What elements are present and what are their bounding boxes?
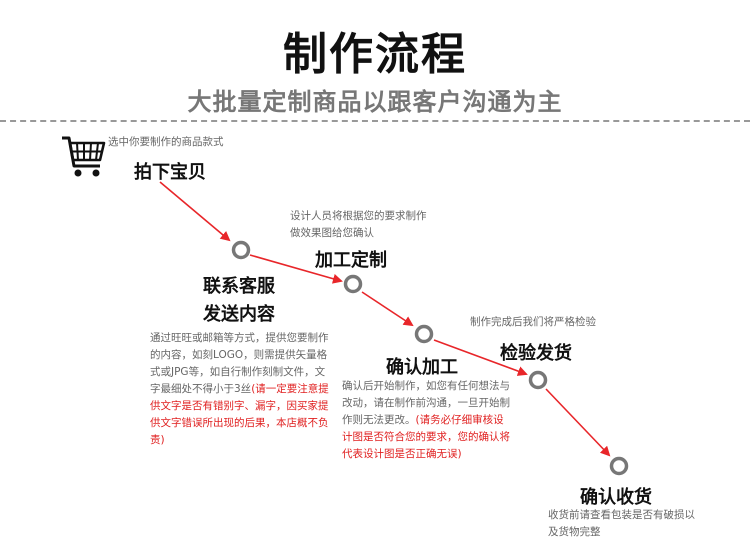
page-subtitle: 大批量定制商品以跟客户沟通为主 bbox=[187, 88, 563, 116]
page-title: 制作流程 bbox=[283, 29, 467, 80]
flow-node-4 bbox=[528, 370, 548, 390]
step-4-note-text: 确认后开始制作，如您有任何想法与改动，请在制作前沟通，一旦开始制作则无法更改。 bbox=[342, 380, 510, 426]
dashed-divider bbox=[0, 120, 750, 122]
flow-arrow-5 bbox=[545, 388, 611, 457]
step-5-title: 检验发货 bbox=[500, 343, 572, 364]
step-2-note-text: 通过旺旺或邮箱等方式，提供您要制作的内容，如刻LOGO，则需提供矢量格式或JPG… bbox=[150, 332, 329, 395]
flow-arrow-1 bbox=[159, 181, 231, 242]
step-1-title: 拍下宝贝 bbox=[134, 162, 206, 183]
flow-node-1 bbox=[231, 240, 251, 260]
step-6-note: 收货前请查看包装是否有破损以及货物完整 bbox=[548, 509, 695, 538]
step-2-note: 通过旺旺或邮箱等方式，提供您要制作的内容，如刻LOGO，则需提供矢量格式或JPG… bbox=[150, 330, 332, 449]
step-2-title-line1: 联系客服 bbox=[203, 276, 275, 297]
flow-arrow-2 bbox=[249, 254, 343, 284]
shopping-cart-icon bbox=[62, 136, 106, 177]
step-5-note: 制作完成后我们将严格检验 bbox=[470, 316, 596, 328]
step-6-title: 确认收货 bbox=[580, 487, 652, 508]
flow-arrow-3 bbox=[361, 291, 414, 327]
step-4-note-warning: (请务必仔细审核设计图是否符合您的要求，您的确认将代表设计图是否正确无误) bbox=[342, 414, 510, 460]
flow-arrow-4 bbox=[433, 339, 528, 376]
flow-node-2 bbox=[343, 274, 363, 294]
step-3-note: 设计人员将根据您的要求制作做效果图给您确认 bbox=[290, 210, 427, 239]
flow-node-3 bbox=[414, 324, 434, 344]
step-1-note: 选中你要制作的商品款式 bbox=[108, 136, 224, 148]
step-3-title: 加工定制 bbox=[315, 250, 387, 271]
step-4-note: 确认后开始制作，如您有任何想法与改动，请在制作前沟通，一旦开始制作则无法更改。(… bbox=[342, 378, 512, 463]
step-2-title-line2: 发送内容 bbox=[203, 304, 275, 325]
step-2-note-warning: (请一定要注意提供文字是否有错别字、漏字，因买家提供文字错误所出现的后果，本店概… bbox=[150, 383, 329, 446]
step-4-title: 确认加工 bbox=[386, 357, 458, 378]
flow-node-5 bbox=[609, 456, 629, 476]
